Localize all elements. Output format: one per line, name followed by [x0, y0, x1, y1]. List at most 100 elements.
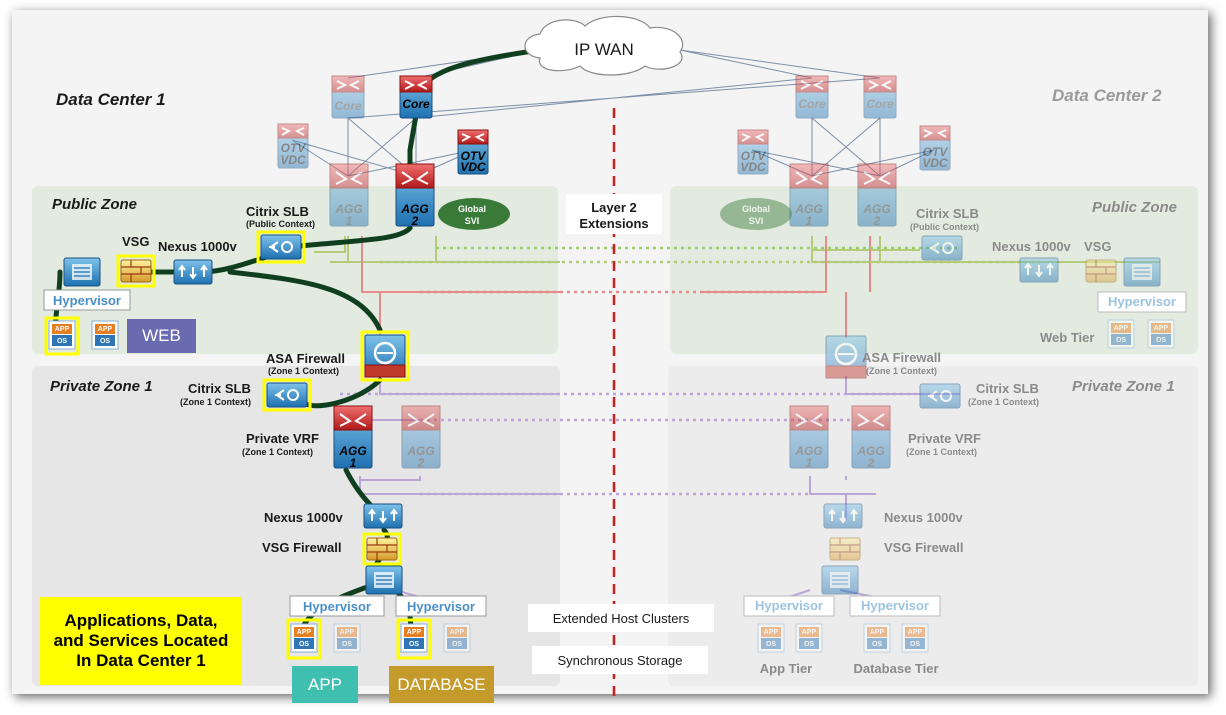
agg-label: AGG: [856, 444, 884, 458]
dc2-nexus1000v-icon: [1019, 257, 1059, 283]
app-label: APP: [55, 326, 70, 333]
asa-firewall-context: (Zone 1 Context): [268, 366, 339, 376]
server-switch-private-icon: [365, 565, 403, 595]
dc1-otv-vdc-2: OTV VDC: [457, 129, 489, 175]
dc1-global-svi: Global SVI: [438, 198, 510, 230]
dc2-otv-vdc-1: OTV VDC: [737, 129, 769, 175]
extended-host-clusters-label: Extended Host Clusters: [553, 611, 690, 626]
os-label: OS: [766, 641, 776, 648]
agg-label: AGG: [334, 202, 362, 216]
core-label: Core: [866, 97, 894, 111]
dc1-summary-callout: Applications, Data, and Services Located…: [40, 597, 242, 685]
dc2-app-tile-1: APP OS: [757, 623, 785, 653]
os-label: OS: [342, 641, 352, 648]
dc2-hypervisor-box: [1097, 291, 1187, 313]
os-label: OS: [804, 641, 814, 648]
public-zone-dc1: [32, 186, 558, 354]
os-label: OS: [57, 338, 67, 345]
hypervisor-app-box: [289, 595, 385, 617]
dc2-nexus1000v-label: Nexus 1000v: [992, 239, 1072, 254]
dc1-otv-vdc-1: OTV VDC: [277, 123, 309, 169]
synchronous-storage-label: Synchronous Storage: [557, 653, 682, 668]
nexus1000v-icon: [173, 259, 213, 285]
app-label: APP: [802, 629, 817, 636]
hypervisor-db-box: [395, 595, 487, 617]
dc2-private-vrf-label: Private VRF: [908, 431, 981, 446]
private-zone-dc2: [668, 366, 1198, 686]
agg-number: 1: [806, 214, 813, 228]
agg-number: 1: [346, 214, 353, 228]
dc2-title: Data Center 2: [1052, 86, 1162, 105]
citrix-slb-private-label: Citrix SLB: [188, 381, 251, 396]
app-label: APP: [1154, 325, 1169, 332]
extended-host-clusters-box: [528, 604, 714, 632]
public-zone-dc2: [670, 186, 1198, 354]
layer2-line1: Layer 2: [591, 200, 637, 215]
synchronous-storage-box: [532, 646, 708, 674]
dc2-app-tile-2: APP OS: [795, 623, 823, 653]
dc1-title: Data Center 1: [56, 90, 166, 109]
dc2-web-tile-2: APP OS: [1147, 319, 1175, 349]
app-label: APP: [407, 629, 422, 636]
citrix-slb-private-icon: [266, 382, 308, 408]
private-vrf-label: Private VRF: [246, 431, 319, 446]
dc2-private-agg-2: AGG 2: [851, 405, 891, 470]
database-tier-label: Database Tier: [853, 661, 938, 676]
dc2-asa-icon: [824, 334, 868, 380]
dc2-server-switch-private-icon: [821, 565, 859, 595]
app-label: APP: [98, 326, 113, 333]
citrix-slb-public-context: (Public Context): [246, 219, 315, 229]
dc2-private-vrf-context: (Zone 1 Context): [906, 447, 977, 457]
app-label: APP: [1114, 325, 1129, 332]
dc2-core-2: Core: [863, 75, 897, 119]
nexus1000v-private-icon: [363, 503, 403, 529]
highlight-vsg: [116, 254, 156, 288]
os-label: OS: [299, 641, 309, 648]
ip-wan-label: IP WAN: [574, 40, 634, 59]
highlight-web-app: [44, 316, 80, 356]
agg-label: AGG: [400, 202, 428, 216]
highlight-citrix-slb-public: [256, 230, 306, 264]
dc2-asa-context: (Zone 1 Context): [866, 366, 937, 376]
app-label: APP: [908, 629, 923, 636]
highlight-citrix-slb-private: [262, 378, 312, 412]
os-label: OS: [409, 641, 419, 648]
app-callout: APP: [292, 666, 358, 703]
db-tier-tile-1: APP OS: [400, 623, 428, 653]
agg-label: AGG: [406, 444, 434, 458]
server-switch-icon: [63, 257, 101, 287]
dc2-vsg-icon: [1085, 259, 1117, 283]
web-callout: WEB: [127, 319, 196, 353]
agg-label: AGG: [794, 202, 822, 216]
dc2-citrix-slb-private-label: Citrix SLB: [976, 381, 1039, 396]
dc1-private-agg-1: AGG 1: [333, 405, 373, 470]
core-mesh-lines: [291, 49, 935, 177]
dc2-agg-2: AGG 2: [857, 163, 897, 228]
dc2-hypervisor-db-label: Hypervisor: [861, 598, 929, 613]
dc2-citrix-slb-public-context: (Public Context): [910, 222, 979, 232]
vsg-firewall-icon: [120, 259, 152, 283]
agg-number: 2: [417, 456, 425, 470]
agg-label: AGG: [794, 444, 822, 458]
citrix-slb-public-label: Citrix SLB: [246, 204, 309, 219]
dc2-vsg-firewall-icon: [829, 537, 861, 561]
dc2-vsg-firewall-label: VSG Firewall: [884, 540, 963, 555]
layer2-line2: Extensions: [579, 216, 648, 231]
os-label: OS: [1156, 337, 1166, 344]
app-tier-label: App Tier: [760, 661, 813, 676]
ip-wan-cloud: IP WAN: [524, 15, 684, 76]
otv-label: OTV: [281, 141, 307, 155]
hypervisor-label: Hypervisor: [53, 293, 121, 308]
nexus1000v-label: Nexus 1000v: [158, 239, 238, 254]
dc2-otv-vdc-2: OTV VDC: [919, 125, 951, 171]
db-tier-tile-2: APP OS: [443, 623, 471, 653]
dc1-public-zone-label: Public Zone: [52, 196, 137, 213]
dc2-citrix-slb-public-label: Citrix SLB: [916, 206, 979, 221]
vsg-label: VSG: [122, 234, 149, 249]
citrix-slb-private-context: (Zone 1 Context): [180, 397, 251, 407]
os-label: OS: [100, 338, 110, 345]
dc2-private-devices: ASA Firewall (Zone 1 Context) Citrix SLB…: [743, 334, 1039, 676]
highlight-asa: [360, 330, 410, 382]
os-label: OS: [910, 641, 920, 648]
dc1-agg-2: AGG 2: [395, 163, 435, 228]
